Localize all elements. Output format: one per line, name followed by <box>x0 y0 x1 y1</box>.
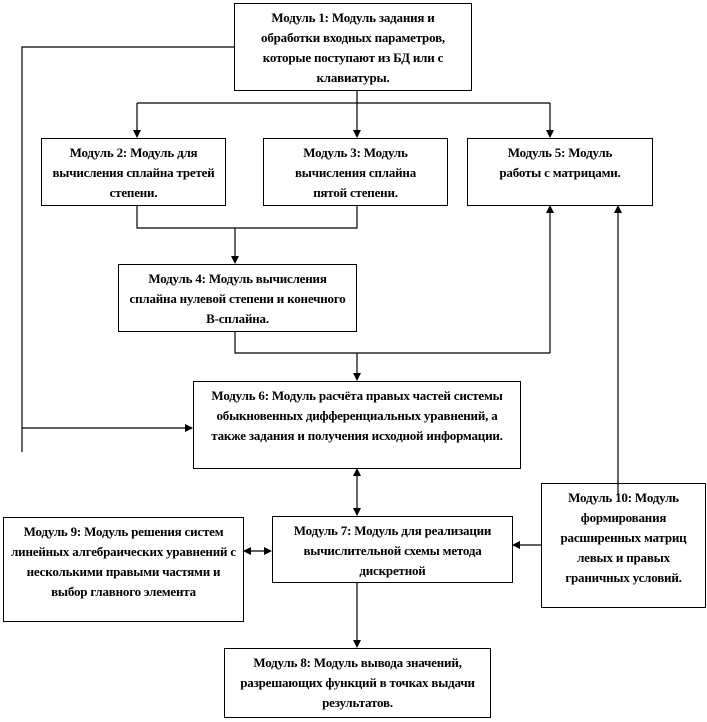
module-6-label: Модуль 6: Модуль расчёта правых частей с… <box>211 388 503 443</box>
module-6-box: Модуль 6: Модуль расчёта правых частей с… <box>193 381 521 469</box>
module-10-box: Модуль 10: Модуль формирования расширенн… <box>541 483 706 608</box>
module-8-box: Модуль 8: Модуль вывода значений, разреш… <box>224 648 491 718</box>
module-1-box: Модуль 1: Модуль задания и обработки вхо… <box>234 3 472 91</box>
module-9-box: Модуль 9: Модуль решения систем линейных… <box>3 517 244 622</box>
module-2-label: Модуль 2: Модуль для вычисления сплайна … <box>52 145 215 200</box>
module-3-box: Модуль 3: Модуль вычисления сплайна пято… <box>263 138 448 206</box>
connector-m1-m6 <box>21 46 234 452</box>
module-9-label: Модуль 9: Модуль решения систем линейных… <box>11 524 236 599</box>
module-4-box: Модуль 4: Модуль вычисления сплайна нуле… <box>118 264 357 332</box>
module-4-label: Модуль 4: Модуль вычисления сплайна нуле… <box>129 271 346 326</box>
module-7-label: Модуль 7: Модуль для реализации вычислит… <box>293 523 492 578</box>
module-8-label: Модуль 8: Модуль вывода значений, разреш… <box>240 655 475 710</box>
module-5-label: Модуль 5: Модуль работы с матрицами. <box>499 145 621 180</box>
module-10-label: Модуль 10: Модуль формирования расширенн… <box>560 490 687 585</box>
module-3-label: Модуль 3: Модуль вычисления сплайна пято… <box>294 145 417 200</box>
module-1-label: Модуль 1: Модуль задания и обработки вхо… <box>261 10 445 85</box>
module-7-box: Модуль 7: Модуль для реализации вычислит… <box>272 516 513 583</box>
module-5-box: Модуль 5: Модуль работы с матрицами. <box>467 138 653 206</box>
module-2-box: Модуль 2: Модуль для вычисления сплайна … <box>41 138 226 206</box>
